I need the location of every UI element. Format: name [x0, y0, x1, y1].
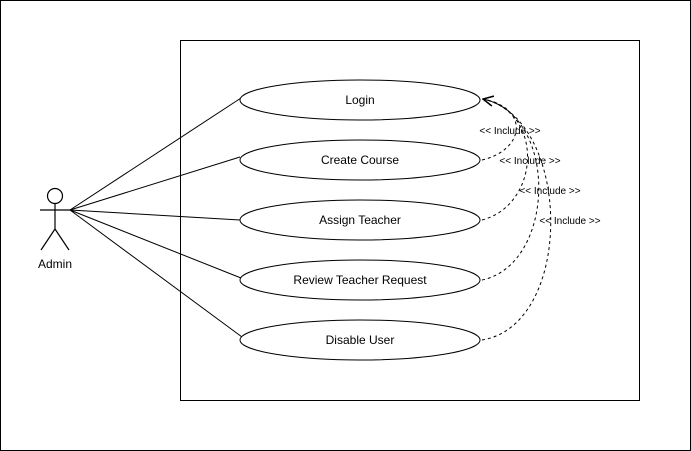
use-case-disable-user[interactable]: Disable User — [239, 319, 481, 361]
association-assign-teacher — [69, 209, 241, 221]
include-edge-disable-user — [482, 99, 552, 341]
use-case-review-teacher-request[interactable]: Review Teacher Request — [239, 259, 481, 301]
actor-admin[interactable]: Admin — [38, 187, 72, 272]
stick-figure-icon — [40, 187, 70, 251]
include-label-disable-user: << Include >> — [539, 216, 600, 227]
use-case-label: Disable User — [326, 333, 395, 347]
actor-label: Admin — [38, 257, 72, 271]
use-case-login[interactable]: Login — [239, 79, 481, 121]
association-login — [69, 97, 242, 211]
use-case-label: Review Teacher Request — [293, 273, 427, 287]
association-disable-user — [69, 209, 243, 338]
use-case-create-course[interactable]: Create Course — [239, 139, 481, 181]
associations — [69, 97, 243, 338]
include-edge-review-teacher-request — [482, 99, 540, 281]
use-case-label: Assign Teacher — [319, 213, 401, 227]
association-review-teacher-request — [69, 209, 242, 279]
association-create-course — [69, 156, 241, 211]
use-case-assign-teacher[interactable]: Assign Teacher — [239, 199, 481, 241]
use-case-label: Login — [345, 93, 374, 107]
include-label-review-teacher-request: << Include >> — [519, 186, 580, 197]
use-case-ellipse — [239, 259, 481, 301]
use-case-ellipse — [239, 79, 481, 121]
system-boundary — [180, 40, 640, 401]
include-edge-assign-teacher — [482, 99, 528, 221]
use-case-label: Create Course — [321, 153, 399, 167]
use-case-ellipse — [239, 139, 481, 181]
include-label-create-course: << Include >> — [479, 126, 540, 137]
use-case-ellipse — [239, 319, 481, 361]
include-labels: << Include >> << Include >> << Include >… — [479, 126, 600, 227]
use-case-ellipse — [239, 199, 481, 241]
include-relationships — [482, 99, 552, 341]
include-label-assign-teacher: << Include >> — [499, 156, 560, 167]
